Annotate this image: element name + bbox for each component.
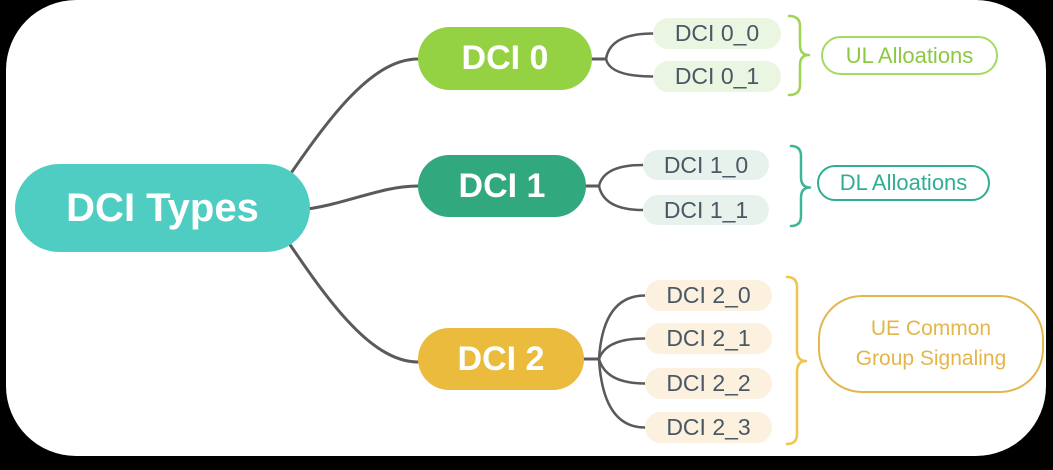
- node-dci2-child0[interactable]: DCI 2_0: [645, 280, 772, 311]
- node-root[interactable]: DCI Types: [15, 164, 310, 252]
- brace-dci0: [787, 14, 811, 97]
- edge-dci2-child3: [597, 357, 647, 429]
- edge-dci0-child0: [604, 32, 655, 61]
- edge-dci2-child2: [597, 357, 647, 385]
- edge-dci0-child1: [604, 57, 655, 78]
- node-dci2[interactable]: DCI 2: [418, 328, 584, 390]
- node-dci2-child2[interactable]: DCI 2_2: [645, 368, 772, 399]
- node-dci2-child1[interactable]: DCI 2_1: [645, 323, 772, 354]
- node-dci0-child1[interactable]: DCI 0_1: [653, 61, 781, 92]
- edge-root-dci2: [274, 222, 420, 364]
- node-dci1-child0[interactable]: DCI 1_0: [643, 150, 769, 180]
- node-dci2-child3[interactable]: DCI 2_3: [645, 412, 772, 443]
- edge-dci1-child0: [597, 163, 645, 188]
- annotation-ue-text: UE Common Group Signaling: [855, 316, 1007, 370]
- node-dci1-child1[interactable]: DCI 1_1: [643, 195, 769, 225]
- edge-dci1-child1: [597, 184, 645, 212]
- brace-dci2: [785, 275, 808, 446]
- annotation-dl-alloations[interactable]: DL Alloations: [817, 165, 990, 201]
- node-dci0-child0[interactable]: DCI 0_0: [653, 18, 781, 49]
- node-dci1[interactable]: DCI 1: [418, 155, 586, 217]
- edge-dci2-child1: [597, 337, 647, 361]
- edge-dci2-child0: [597, 294, 647, 361]
- edge-root-dci1: [298, 184, 420, 212]
- annotation-ul-alloations[interactable]: UL Alloations: [821, 36, 998, 75]
- node-dci0[interactable]: DCI 0: [418, 27, 592, 90]
- edge-root-dci0: [274, 57, 420, 197]
- brace-dci1: [789, 144, 812, 228]
- annotation-ue-common-group-signaling[interactable]: UE Common Group Signaling: [818, 295, 1044, 393]
